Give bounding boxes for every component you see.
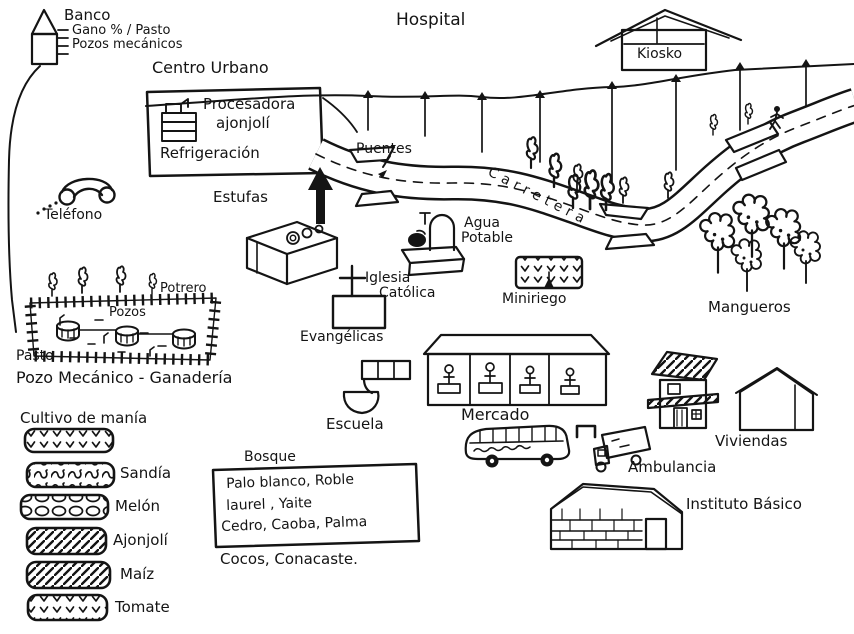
label-pozos: Pozos bbox=[109, 305, 146, 320]
label-legend-melon: Melón bbox=[115, 497, 161, 515]
label-legend-title: Cultivo de manía bbox=[20, 409, 148, 427]
school-flag-icon bbox=[342, 359, 412, 415]
label-banco: Banco bbox=[64, 6, 111, 24]
label-iglesia-1: Iglesia bbox=[365, 270, 411, 286]
silo-tower-icon bbox=[30, 8, 69, 66]
label-ambulancia: Ambulancia bbox=[628, 458, 717, 476]
bosque-box bbox=[211, 462, 421, 549]
mango-trees-icon bbox=[698, 193, 822, 293]
label-hospital: Hospital bbox=[396, 10, 466, 30]
church-cross-icon bbox=[331, 264, 387, 330]
person-icon bbox=[769, 106, 784, 130]
label-legend-sandia: Sandía bbox=[120, 464, 172, 482]
label-legend-tomate: Tomate bbox=[115, 598, 170, 616]
irrigation-plot-icon bbox=[514, 255, 584, 290]
road-icon bbox=[308, 88, 854, 243]
legend-swatches bbox=[19, 427, 116, 622]
label-procesadora-2: ajonjolí bbox=[216, 114, 270, 132]
fenced-pasture-icon bbox=[24, 292, 222, 366]
label-mangueros: Mangueros bbox=[708, 298, 791, 316]
label-instituto: Instituto Básico bbox=[686, 495, 802, 513]
brick-school-icon bbox=[549, 482, 684, 551]
label-centro-urbano: Centro Urbano bbox=[152, 58, 269, 77]
corral-mark-icon bbox=[575, 424, 597, 439]
label-agua-2: Potable bbox=[461, 230, 513, 246]
label-bosque-footer: Cocos, Conacaste. bbox=[220, 550, 358, 568]
water-well-icon bbox=[400, 212, 466, 277]
label-procesadora-1: Procesadora bbox=[203, 95, 296, 113]
kiosk-building-icon bbox=[594, 8, 743, 72]
label-pasto: Pasto bbox=[16, 348, 54, 364]
up-arrow-icon bbox=[308, 167, 333, 224]
label-pozo-mecanico: Pozo Mecánico - Ganadería bbox=[16, 368, 233, 387]
label-bosque-2: laurel , Yaite bbox=[225, 495, 313, 514]
well-cylinder-icon bbox=[55, 320, 197, 350]
telephone-handset-icon bbox=[36, 177, 116, 215]
bus-side-scribble bbox=[473, 444, 531, 453]
label-evangelicas: Evangélicas bbox=[300, 329, 384, 345]
stove-icon bbox=[245, 220, 339, 286]
ambulance-truck-icon bbox=[592, 425, 652, 473]
power-line-icon bbox=[145, 59, 854, 183]
bus-icon bbox=[464, 424, 571, 468]
market-building-icon bbox=[422, 333, 611, 407]
label-legend-ajonjoli: Ajonjolí bbox=[113, 531, 168, 549]
bridge-icon bbox=[348, 120, 788, 251]
label-refrigeracion: Refrigeración bbox=[160, 144, 260, 162]
sesame-processor-icon bbox=[161, 98, 197, 142]
label-escuela: Escuela bbox=[326, 415, 384, 433]
label-bosque-title: Bosque bbox=[244, 449, 296, 465]
label-viviendas: Viviendas bbox=[715, 432, 788, 450]
label-mercado: Mercado bbox=[461, 405, 530, 424]
label-banco-note2: Pozos mecánicos bbox=[72, 37, 183, 52]
label-potrero: Potrero bbox=[160, 281, 207, 296]
label-kiosko: Kiosko bbox=[637, 46, 683, 62]
label-estufas: Estufas bbox=[213, 188, 268, 206]
label-telefono: Teléfono bbox=[44, 207, 103, 223]
map-boundary-line bbox=[7, 65, 41, 333]
label-agua-1: Agua bbox=[464, 215, 500, 231]
label-legend-maiz: Maíz bbox=[120, 565, 155, 583]
puentes-arrow-icon bbox=[382, 155, 391, 168]
label-miniriego: Miniriego bbox=[502, 291, 567, 307]
label-puentes: Puentes bbox=[356, 141, 412, 157]
label-banco-note1: Gano % / Pasto bbox=[72, 23, 171, 38]
house-icon bbox=[646, 350, 818, 432]
label-iglesia-2: Católica bbox=[379, 285, 436, 301]
